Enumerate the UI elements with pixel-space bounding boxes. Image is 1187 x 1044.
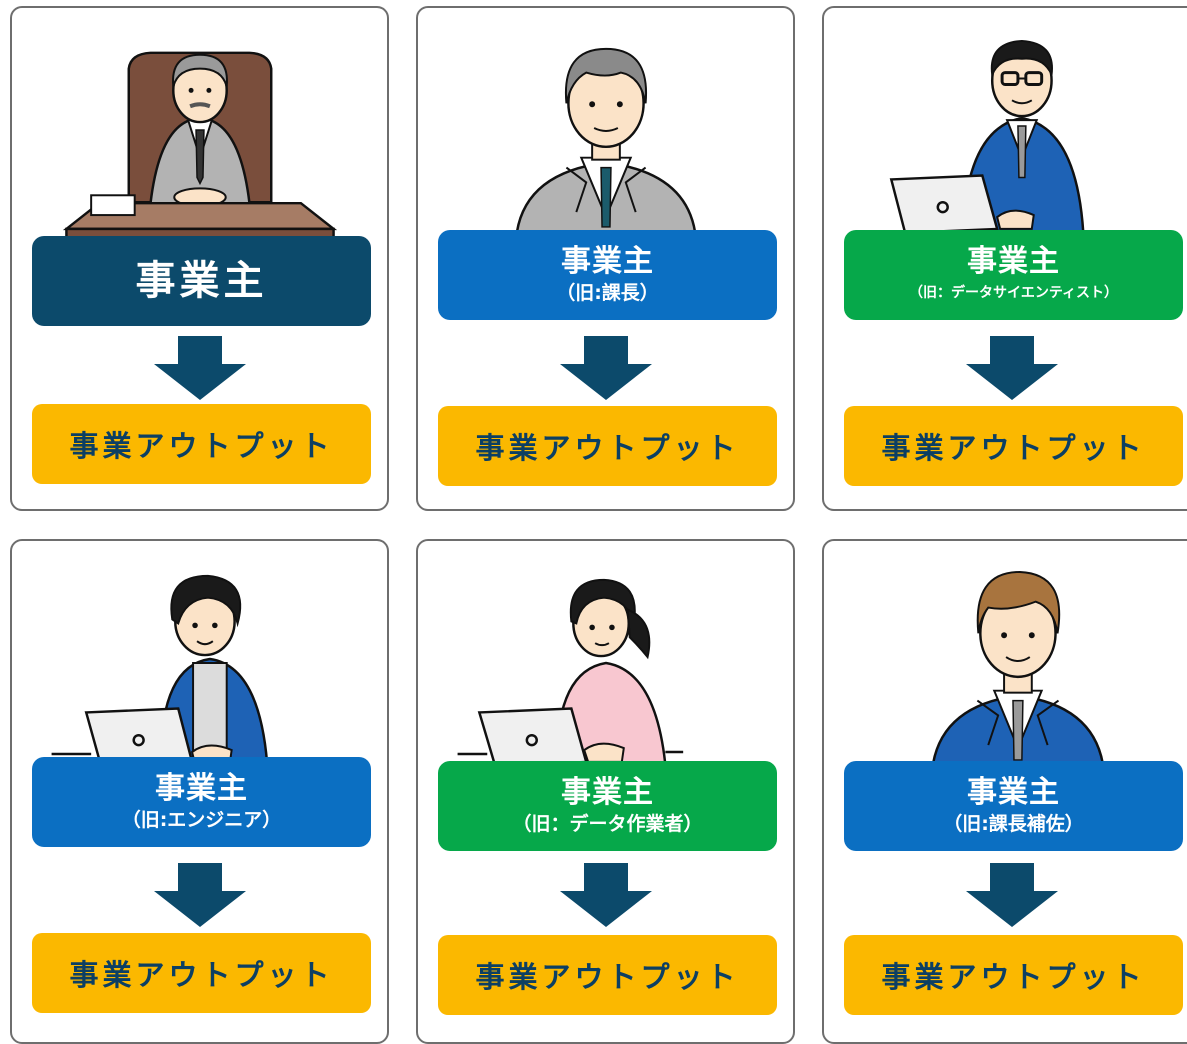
role-title: 事業主 bbox=[967, 244, 1060, 279]
down-arrow-icon bbox=[965, 863, 1058, 927]
role-card-data-worker: 事業主 （旧：データ作業者） 事業アウトプット bbox=[416, 539, 795, 1044]
down-arrow-icon bbox=[153, 336, 246, 400]
business-output-label: 事業アウトプット bbox=[32, 933, 371, 1013]
former-title: （旧:エンジニア） bbox=[121, 809, 282, 831]
former-title: （旧:課長補佐） bbox=[943, 813, 1084, 835]
former-title: （旧：データサイエンティスト） bbox=[908, 285, 1119, 301]
role-card-deputy-chief: 事業主 （旧:課長補佐） 事業アウトプット bbox=[822, 539, 1187, 1044]
down-arrow-icon bbox=[559, 863, 652, 927]
role-title: 事業主 bbox=[155, 771, 248, 806]
role-label: 事業主 （旧:課長補佐） bbox=[844, 761, 1183, 851]
role-title: 事業主 bbox=[561, 244, 654, 279]
business-output-label: 事業アウトプット bbox=[844, 935, 1183, 1015]
role-card-data-scientist: 事業主 （旧：データサイエンティスト） 事業アウトプット bbox=[822, 6, 1187, 511]
role-title: 事業主 bbox=[135, 258, 268, 304]
role-label: 事業主 （旧：データサイエンティスト） bbox=[844, 230, 1183, 320]
role-title: 事業主 bbox=[561, 775, 654, 810]
role-card-president: 事業主 事業アウトプット bbox=[10, 6, 389, 511]
role-title: 事業主 bbox=[967, 775, 1060, 810]
business-output-label: 事業アウトプット bbox=[844, 406, 1183, 486]
business-output-label: 事業アウトプット bbox=[438, 406, 777, 486]
deputy-chief-illustration bbox=[824, 541, 1187, 781]
data-scientist-with-laptop-illustration bbox=[824, 8, 1187, 248]
former-title: （旧:課長） bbox=[556, 282, 659, 304]
role-card-engineer: 事業主 （旧:エンジニア） 事業アウトプット bbox=[10, 539, 389, 1044]
down-arrow-icon bbox=[559, 336, 652, 400]
section-chief-illustration bbox=[418, 8, 793, 248]
role-card-section-chief: 事業主 （旧:課長） 事業アウトプット bbox=[416, 6, 795, 511]
role-label: 事業主 （旧:課長） bbox=[438, 230, 777, 320]
president-at-desk-illustration bbox=[12, 8, 387, 248]
former-title: （旧：データ作業者） bbox=[512, 813, 703, 835]
down-arrow-icon bbox=[965, 336, 1058, 400]
engineer-with-laptop-illustration bbox=[12, 541, 387, 781]
role-label: 事業主 （旧:エンジニア） bbox=[32, 757, 371, 847]
down-arrow-icon bbox=[153, 863, 246, 927]
business-output-label: 事業アウトプット bbox=[32, 404, 371, 484]
data-worker-with-laptop-illustration bbox=[418, 541, 793, 781]
role-label: 事業主 （旧：データ作業者） bbox=[438, 761, 777, 851]
business-output-label: 事業アウトプット bbox=[438, 935, 777, 1015]
role-label: 事業主 bbox=[32, 236, 371, 326]
